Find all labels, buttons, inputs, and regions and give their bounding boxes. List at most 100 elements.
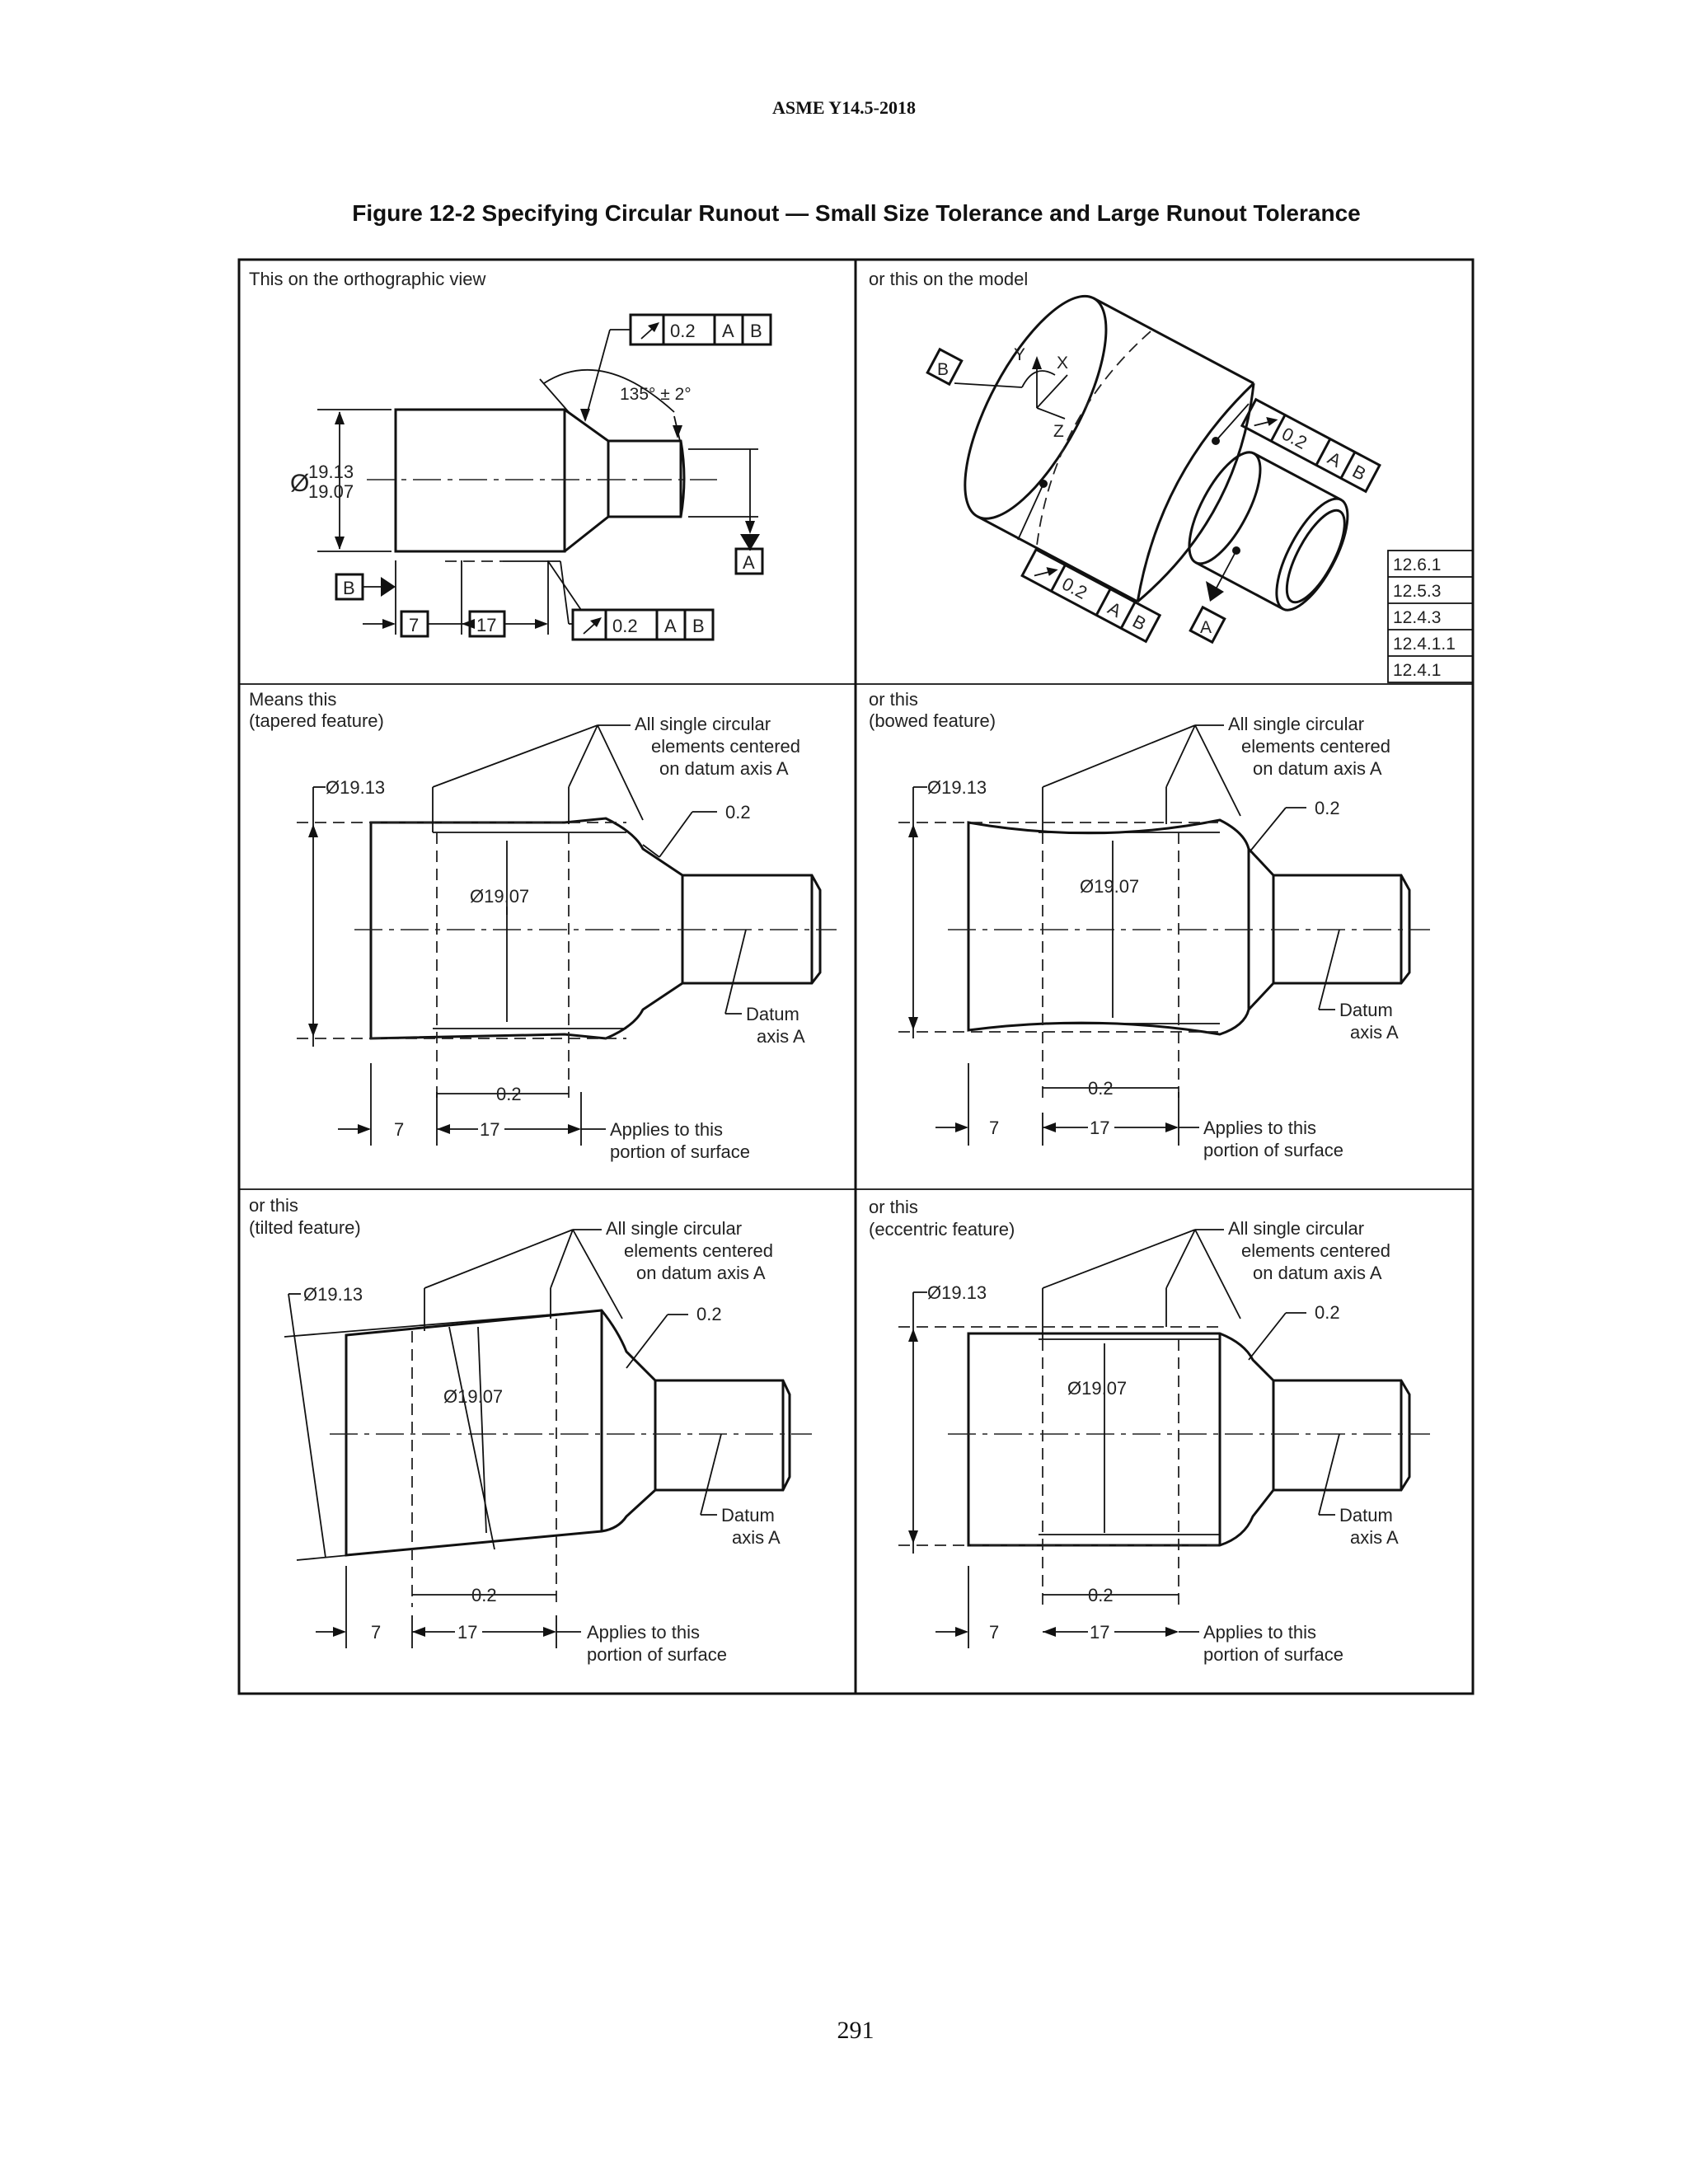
drawing-stroke bbox=[1194, 724, 1241, 817]
drawing-stroke bbox=[1194, 1229, 1241, 1319]
panel-tilted: or this (tilted feature) All single circ… bbox=[249, 1195, 812, 1665]
drawing-stroke bbox=[740, 534, 760, 551]
drawing-label: axis A bbox=[732, 1527, 781, 1548]
drawing-label: axis A bbox=[757, 1026, 805, 1047]
drawing-stroke bbox=[1275, 497, 1349, 612]
drawing-label: 7 bbox=[989, 1622, 999, 1643]
drawing-label: 0.2 bbox=[670, 321, 696, 341]
drawing-label: Applies to this bbox=[1203, 1118, 1316, 1138]
model-caption: or this on the model bbox=[869, 269, 1028, 289]
panel-tapered: Means this (tapered feature) All single … bbox=[249, 689, 837, 1162]
drawing-stroke bbox=[977, 515, 1138, 603]
drawing-stroke bbox=[1036, 330, 1151, 546]
ref-row: 12.5.3 bbox=[1393, 582, 1441, 601]
drawing-stroke bbox=[642, 844, 660, 858]
drawing-stroke bbox=[424, 1229, 574, 1289]
drawing-stroke bbox=[908, 1017, 918, 1030]
drawing-stroke bbox=[296, 1530, 603, 1561]
ortho-chamfer bbox=[564, 408, 610, 553]
drawing-label: Datum bbox=[1339, 1505, 1393, 1526]
ortho-dim-17: 17 bbox=[476, 615, 496, 635]
model-axis-x: X bbox=[1057, 354, 1068, 373]
drawing-label: on datum axis A bbox=[1253, 758, 1382, 779]
drawing-stroke bbox=[1043, 1122, 1056, 1132]
drawing-stroke bbox=[1119, 601, 1137, 630]
drawing-label: A bbox=[664, 616, 677, 636]
drawing-label: 17 bbox=[1090, 1622, 1109, 1643]
drawing-stroke bbox=[1021, 370, 1056, 388]
drawing-stroke bbox=[926, 347, 964, 387]
drawing-stroke bbox=[543, 1627, 556, 1637]
drawing-stroke bbox=[659, 811, 693, 858]
model-datum-b: B bbox=[937, 360, 949, 379]
drawing-label: All single circular bbox=[1228, 1218, 1364, 1239]
drawing-stroke bbox=[1093, 297, 1254, 385]
drawing-stroke bbox=[308, 824, 318, 837]
drawing-label: Ø19.07 bbox=[1080, 876, 1139, 897]
model-fcf-upper: 0.2 A B bbox=[1240, 397, 1381, 494]
drawing-label: portion of surface bbox=[1203, 1644, 1343, 1665]
drawing-label: Ø19.07 bbox=[443, 1386, 503, 1407]
ref-row: 12.4.1.1 bbox=[1393, 635, 1456, 654]
drawing-label: Ø19.13 bbox=[303, 1284, 363, 1305]
drawing-stroke bbox=[335, 411, 345, 424]
drawing-stroke bbox=[1269, 414, 1287, 442]
drawing-stroke bbox=[908, 1530, 918, 1544]
drawing-stroke bbox=[1036, 374, 1068, 409]
drawing-stroke bbox=[288, 1293, 326, 1558]
drawing-label: Applies to this bbox=[587, 1622, 700, 1643]
drawing-stroke bbox=[543, 368, 675, 413]
figure-frame bbox=[237, 258, 1475, 1695]
drawing-stroke bbox=[1032, 356, 1042, 369]
page-number: 291 bbox=[837, 2017, 874, 2044]
runout-icon bbox=[583, 616, 603, 635]
drawing-label: 0.2 bbox=[725, 802, 751, 823]
drawing-label: on datum axis A bbox=[636, 1263, 766, 1283]
drawing-label: portion of surface bbox=[1203, 1140, 1343, 1160]
drawing-label: A bbox=[1325, 448, 1345, 471]
drawing-label: 17 bbox=[457, 1622, 477, 1643]
drawing-label: B bbox=[1129, 611, 1150, 635]
drawing-label: 0.2 bbox=[471, 1585, 497, 1605]
ref-row: 12.4.3 bbox=[1393, 608, 1441, 627]
ortho-large-cylinder bbox=[394, 408, 566, 553]
drawing-label: 0.2 bbox=[1315, 798, 1340, 818]
drawing-stroke bbox=[382, 619, 396, 629]
drawing-label: 0.2 bbox=[1315, 1302, 1340, 1323]
drawing-label: 0.2 bbox=[1088, 1585, 1114, 1605]
drawing-stroke bbox=[626, 1314, 668, 1369]
drawing-stroke bbox=[1195, 561, 1284, 611]
drawing-label: or this bbox=[869, 1197, 918, 1217]
drawing-label: Datum bbox=[746, 1004, 799, 1024]
drawing-label: A bbox=[722, 321, 734, 341]
drawing-label: Ø19.13 bbox=[927, 1282, 987, 1303]
drawing-stroke bbox=[1137, 382, 1255, 603]
drawing-label: axis A bbox=[1350, 1527, 1399, 1548]
drawing-stroke bbox=[908, 1329, 918, 1342]
drawing-label: on datum axis A bbox=[659, 758, 789, 779]
drawing-label: Applies to this bbox=[1203, 1622, 1316, 1643]
drawing-stroke bbox=[967, 1332, 1411, 1547]
drawing-label: 17 bbox=[1090, 1118, 1109, 1138]
drawing-label: All single circular bbox=[1228, 714, 1364, 734]
drawing-stroke bbox=[724, 929, 747, 1015]
drawing-stroke bbox=[1165, 724, 1196, 788]
drawing-stroke bbox=[1165, 1122, 1179, 1132]
drawing-stroke bbox=[1285, 509, 1346, 604]
drawing-label: B bbox=[692, 616, 705, 636]
drawing-stroke bbox=[1215, 403, 1250, 442]
drawing-stroke bbox=[1050, 564, 1067, 593]
drawing-stroke bbox=[1240, 397, 1381, 494]
drawing-label: portion of surface bbox=[610, 1141, 750, 1162]
drawing-label: B bbox=[750, 321, 762, 341]
drawing-label: 0.2 bbox=[496, 1084, 522, 1104]
drawing-label: 7 bbox=[394, 1119, 404, 1140]
model-datum-a: A bbox=[1200, 618, 1212, 637]
drawing-label: Datum bbox=[1339, 1000, 1393, 1020]
drawing-stroke bbox=[448, 1326, 495, 1550]
drawing-stroke bbox=[369, 817, 822, 1040]
drawing-stroke bbox=[1039, 480, 1048, 488]
drawing-stroke bbox=[954, 382, 1023, 388]
drawing-stroke bbox=[412, 1627, 425, 1637]
drawing-label: or this bbox=[869, 689, 918, 710]
